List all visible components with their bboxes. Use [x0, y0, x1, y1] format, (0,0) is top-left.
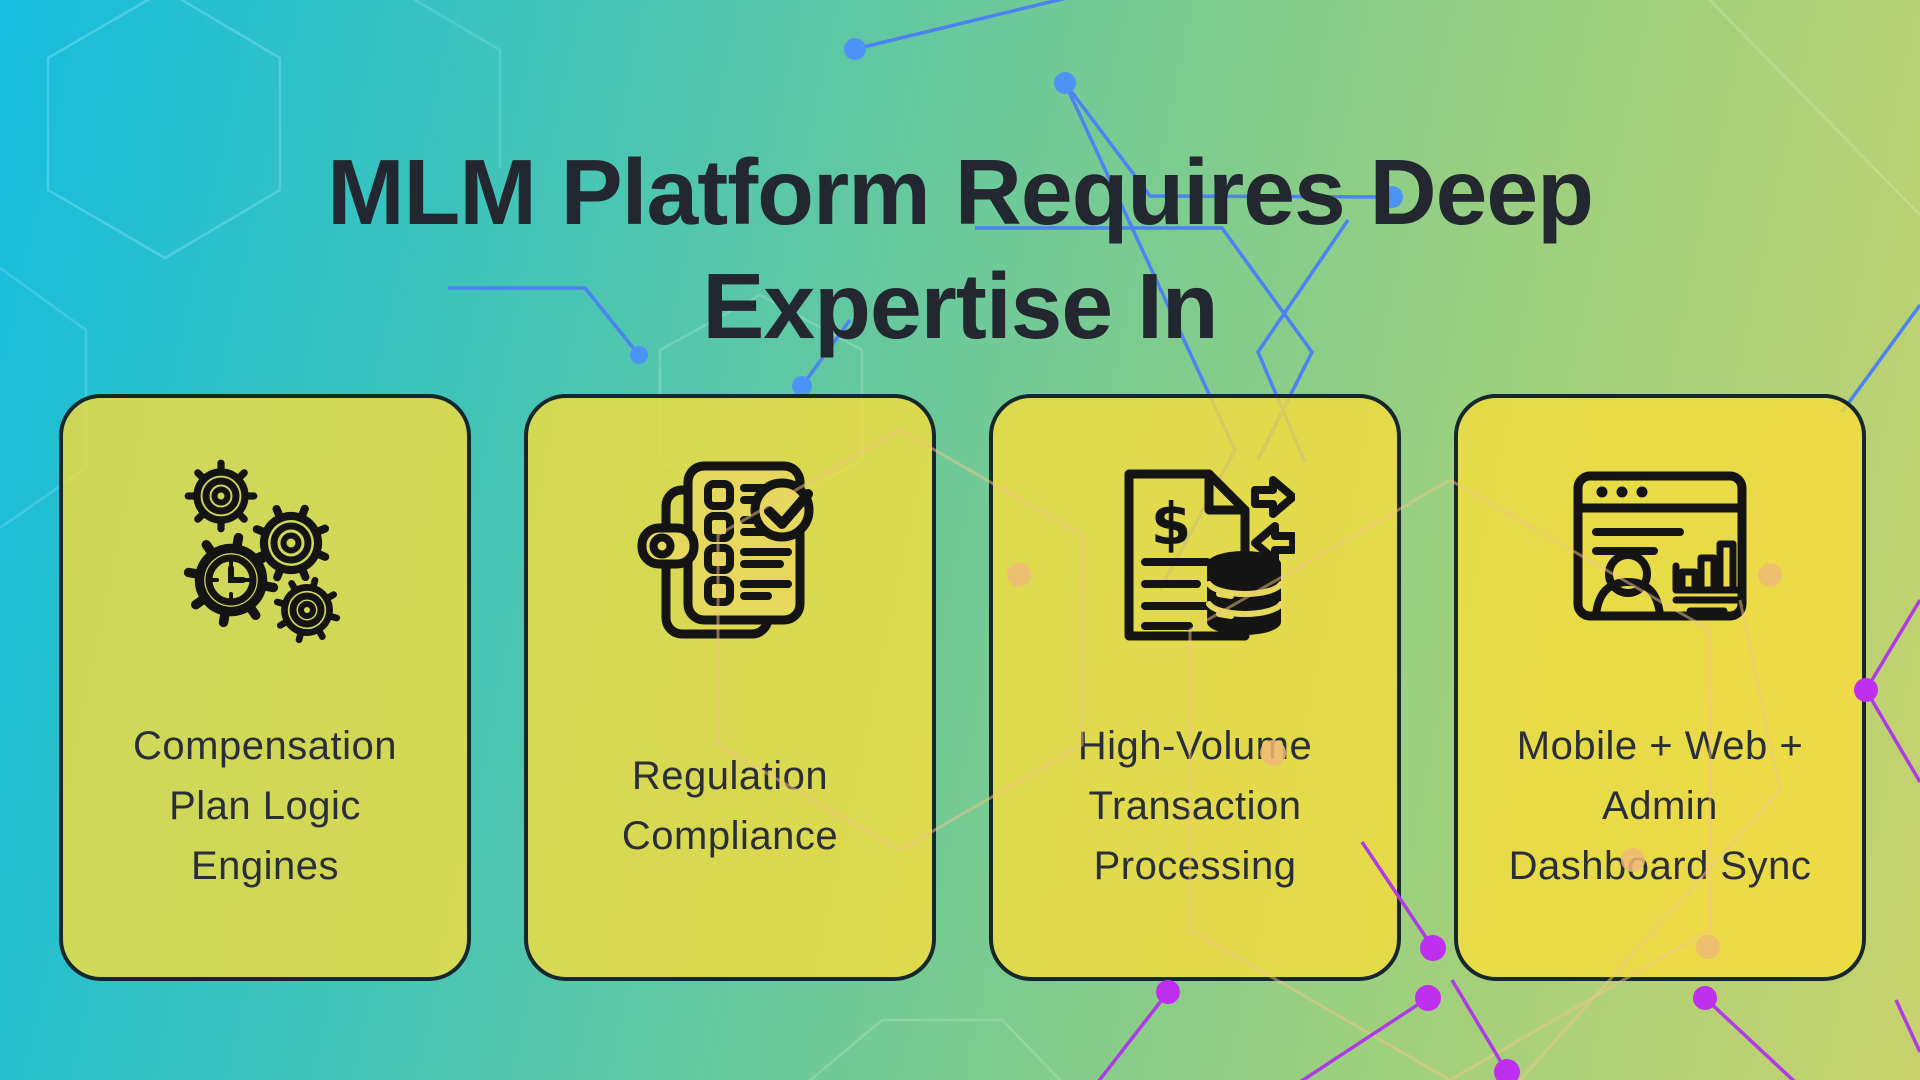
gears-icon — [165, 448, 365, 648]
card-label-line: Dashboard Sync — [1508, 843, 1812, 888]
card-transaction-processing: $ High-Volume Transaction Processing — [989, 394, 1401, 981]
card-label-line: Transaction — [1088, 783, 1302, 828]
card-label-line: Regulation — [631, 753, 829, 798]
card-label-line: High-Volume — [1077, 723, 1313, 768]
card-label-line: Compensation — [133, 723, 397, 768]
dashboard-sync-icon — [1573, 471, 1747, 621]
svg-text:$: $ — [1151, 490, 1191, 558]
card-label: Compensation Plan Logic Engines — [87, 678, 443, 933]
card-label: Regulation Compliance — [552, 678, 908, 933]
page-title: MLM Platform Requires Deep Expertise In — [0, 136, 1920, 363]
page-title-line2: Expertise In — [702, 253, 1218, 358]
page-title-line1: MLM Platform Requires Deep — [327, 140, 1594, 245]
card-label-line: Engines — [190, 843, 340, 888]
card-dashboard-sync: Mobile + Web + Admin Dashboard Sync — [1454, 394, 1866, 981]
card-label: Mobile + Web + Admin Dashboard Sync — [1482, 678, 1838, 933]
transaction-database-icon: $ — [1124, 469, 1295, 641]
feature-cards-row: Compensation Plan Logic Engines — [59, 394, 1866, 981]
card-compensation-plan-logic: Compensation Plan Logic Engines — [59, 394, 471, 981]
card-label-line: Admin — [1602, 783, 1718, 828]
card-label-line: Mobile + Web + — [1516, 723, 1804, 768]
card-regulation-compliance: Regulation Compliance — [524, 394, 936, 981]
checklist-icon — [637, 461, 814, 639]
card-label-line: Plan Logic — [169, 783, 361, 828]
card-label: High-Volume Transaction Processing — [1017, 678, 1373, 933]
card-label-line: Processing — [1093, 843, 1297, 888]
card-label-line: Compliance — [621, 813, 839, 858]
